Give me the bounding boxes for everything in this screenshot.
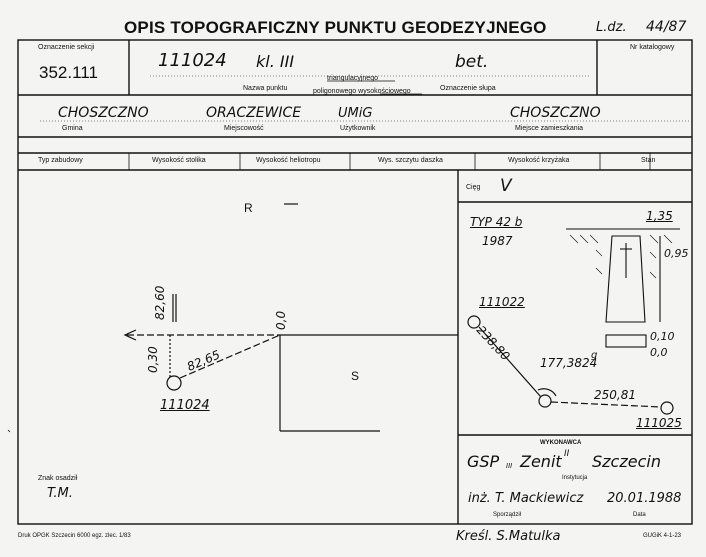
ldz-label: L.dz. (596, 20, 627, 35)
col-wys-stolika: Wysokość stolika (152, 157, 206, 164)
col-wys-daszka: Wys. szczytu daszka (378, 157, 443, 164)
point-type: bet. (455, 52, 489, 72)
print-info: Druk OPGK Szczecin 6000 egz. zlec. 1/83 (18, 533, 131, 539)
dim-095: 0,95 (664, 247, 689, 260)
dim-00: 0,0 (650, 346, 668, 359)
section-label: Oznaczenie sekcji (38, 44, 95, 51)
residence-value: CHOSZCZNO (510, 105, 601, 121)
cieg-label: Cięg (466, 184, 481, 191)
traverse-point-a: 111022 (479, 295, 525, 309)
author-label: Sporządził (493, 512, 522, 518)
dim-010: 0,10 (650, 330, 675, 343)
traverse-angle: 177,3824 (540, 356, 598, 370)
cieg-value: V (500, 176, 512, 196)
ldz-value: 44/87 (646, 19, 687, 35)
institution-sub: III (506, 462, 513, 470)
label-s: S (351, 369, 360, 383)
gmina-label: Gmina (62, 125, 83, 132)
label-r: R (244, 201, 253, 215)
user-label: Użytkownik (340, 125, 376, 132)
drawn-by: Kreśl. S.Matulka (456, 529, 561, 544)
company: Zenit (520, 452, 562, 471)
sign-label: Znak osadził (38, 475, 78, 482)
sign-value: T.M. (47, 486, 73, 501)
point-class: kl. III (256, 52, 295, 71)
col-typ-zabudowy: Typ zabudowy (38, 157, 83, 164)
marker-year: 1987 (482, 234, 513, 248)
gmina-value: CHOSZCZNO (58, 105, 149, 121)
traverse-point-b: 111025 (636, 416, 682, 430)
col-wys-heliotropu: Wysokość heliotropu (256, 157, 321, 164)
col-wys-krzyzaka: Wysokość krzyżaka (508, 157, 570, 164)
date-label: Data (633, 512, 646, 518)
town-label: Miejscowość (224, 125, 264, 132)
author: inż. T. Mackiewicz (468, 491, 584, 506)
point-name-label: Nazwa punktu (243, 85, 288, 92)
residence-label: Miejsce zamieszkania (515, 125, 584, 132)
triang-label: triangulacyjnego (327, 75, 378, 82)
form-title: OPIS TOPOGRAFICZNY PUNKTU GEODEZYJNEGO (124, 18, 547, 37)
traverse-angle-unit: g (591, 350, 598, 361)
point-name: 111024 (158, 50, 227, 71)
form-code: GUGiK 4-1-23 (643, 533, 682, 539)
poly-label: poligonowego wysokościowego (313, 88, 411, 95)
institution-label: Instytucja (562, 475, 588, 481)
catalog-label: Nr katalogowy (630, 44, 675, 51)
dim-135: 1,35 (646, 209, 673, 223)
town-value: ORACZEWICE (206, 105, 302, 121)
section-value: 352.111 (39, 63, 98, 82)
marker-type: TYP 42 b (470, 215, 523, 229)
pillar-label: Oznaczenie słupa (440, 85, 496, 92)
execution-header: WYKONAWCA (540, 440, 582, 446)
institution: GSP (467, 452, 500, 471)
date: 20.01.1988 (607, 491, 682, 506)
company-sup: II (564, 449, 570, 459)
point-label-111024: 111024 (160, 398, 210, 413)
traverse-dist-b: 250,81 (594, 388, 636, 402)
user-value: UMiG (338, 106, 373, 121)
city: Szczecin (592, 452, 661, 471)
col-stan: Stan (641, 157, 656, 164)
